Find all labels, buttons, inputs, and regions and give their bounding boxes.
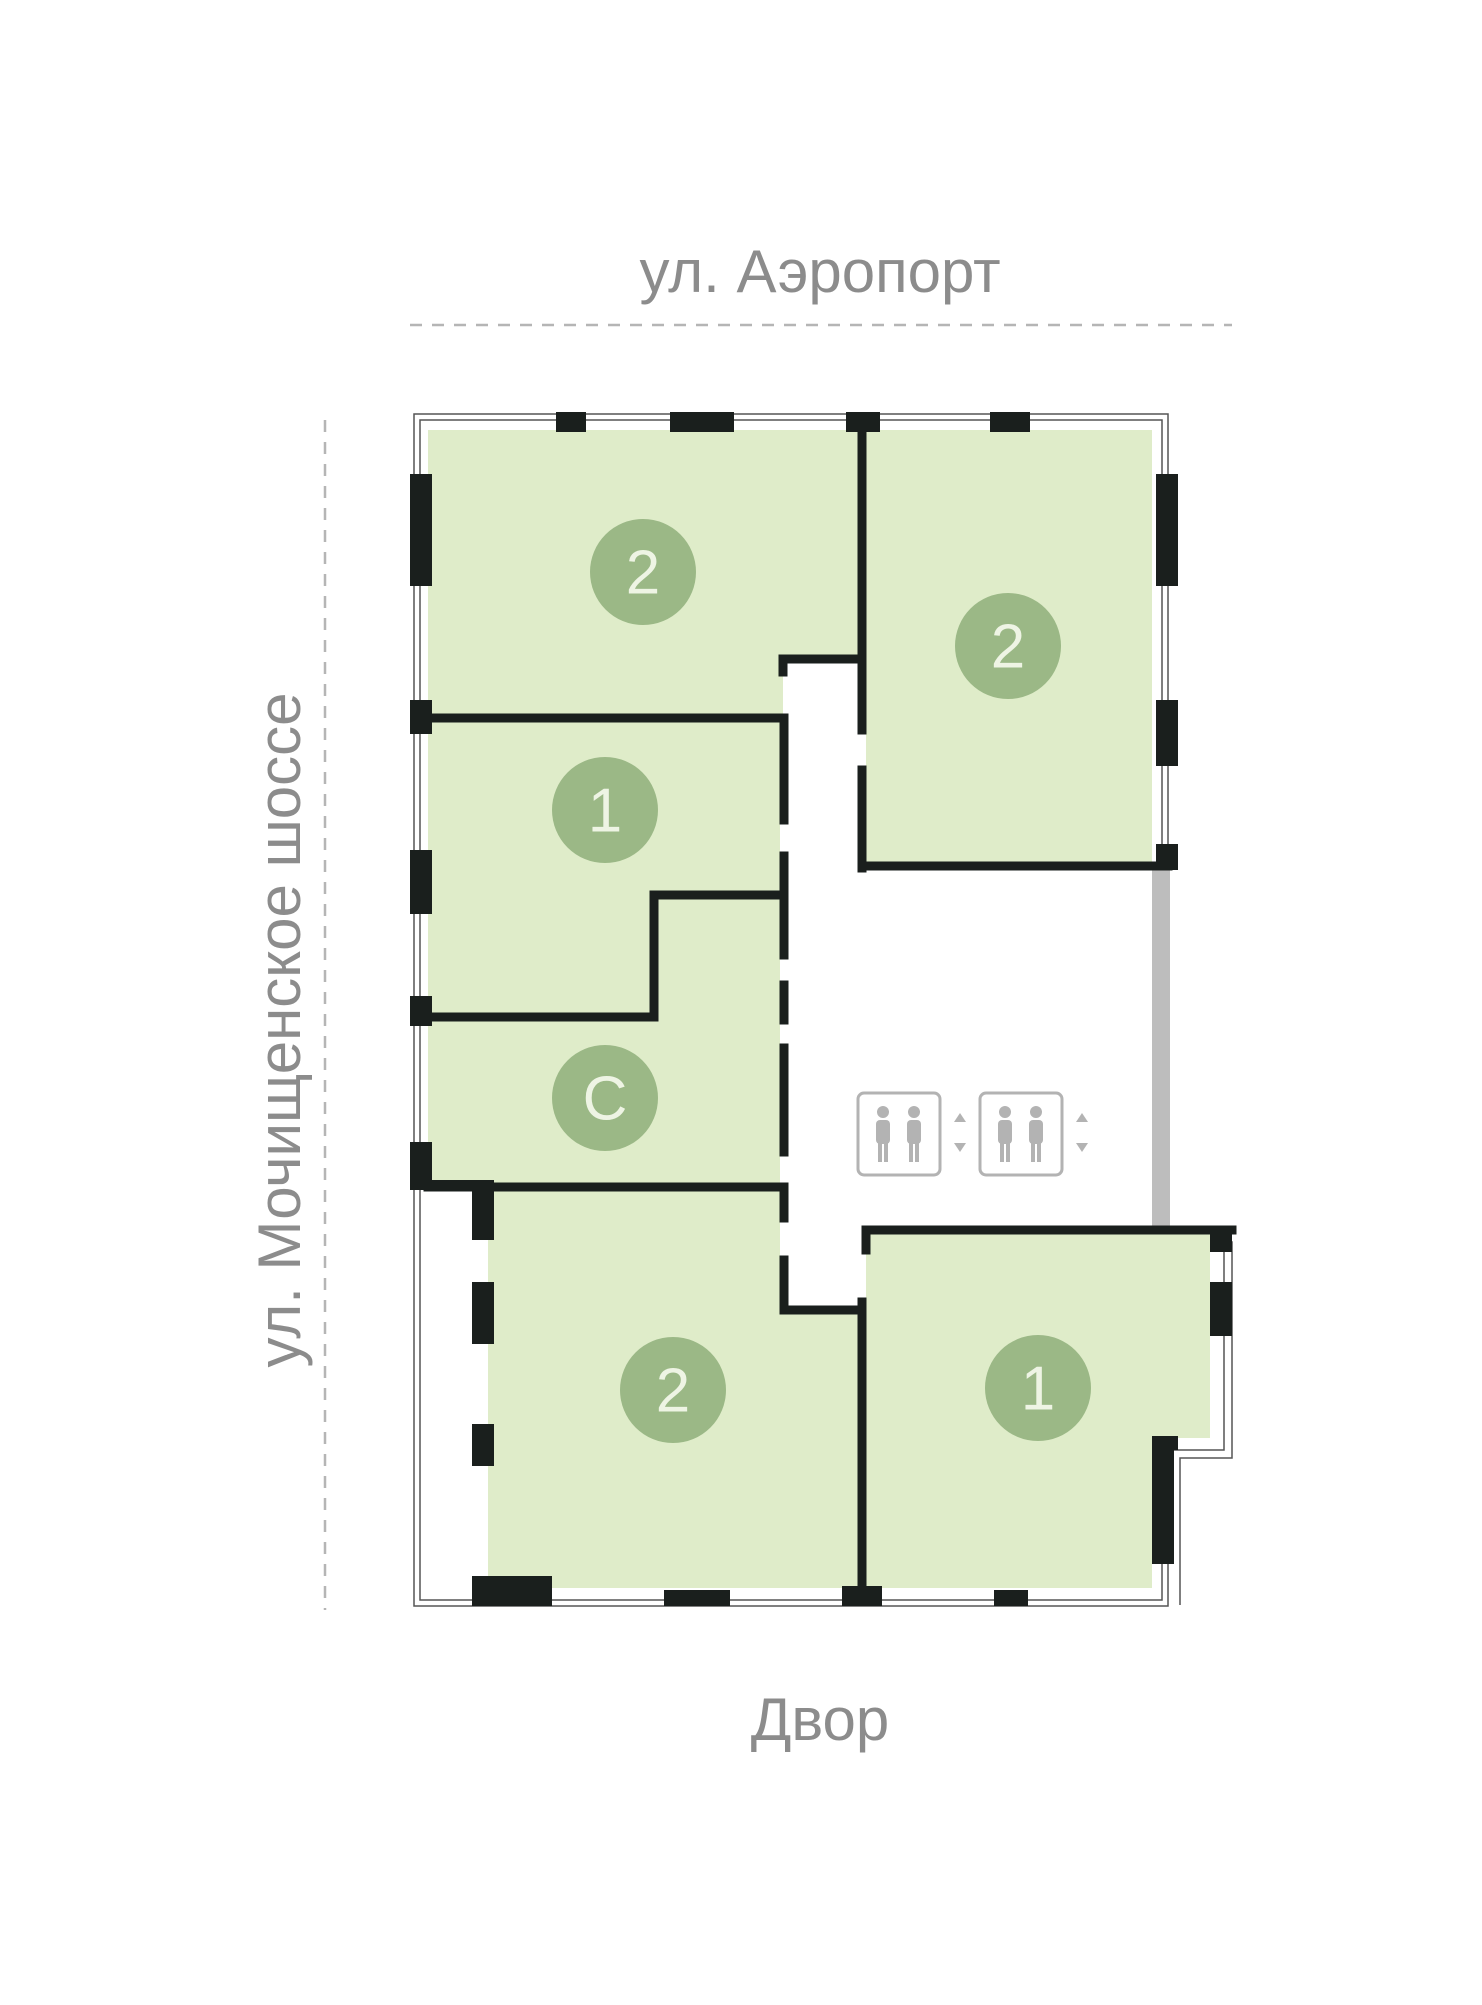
- apt-badge-bottom-right[interactable]: 1: [985, 1335, 1091, 1441]
- apt-label: 2: [991, 613, 1025, 682]
- wall-columns: [410, 412, 1232, 1606]
- apt-badge-mid-left[interactable]: 1: [552, 757, 658, 863]
- street-label-bottom: Двор: [750, 1686, 890, 1753]
- apt-badge-bottom-left[interactable]: 2: [620, 1337, 726, 1443]
- apt-label: 1: [1021, 1355, 1055, 1424]
- apartment-badges: 2 2 1 С 2 1: [552, 519, 1091, 1443]
- apt-area-studio[interactable]: [428, 897, 780, 1184]
- apt-label: С: [583, 1065, 628, 1134]
- apt-badge-top-right[interactable]: 2: [955, 593, 1061, 699]
- elevator-icon: [978, 1091, 1088, 1177]
- corridor-glazing: [1152, 870, 1170, 1226]
- street-label-top: ул. Аэропорт: [639, 238, 1001, 305]
- apt-label: 1: [588, 777, 622, 846]
- apt-label: 2: [656, 1357, 690, 1426]
- apt-badge-studio[interactable]: С: [552, 1045, 658, 1151]
- apartment-areas: [428, 430, 1210, 1588]
- apt-label: 2: [626, 539, 660, 608]
- street-label-left: ул. Мочищенское шоссе: [246, 692, 313, 1368]
- apt-area-mid-left[interactable]: [428, 722, 780, 1014]
- elevator-icon: [856, 1091, 966, 1177]
- apt-badge-top-left[interactable]: 2: [590, 519, 696, 625]
- walls: [423, 420, 1237, 1605]
